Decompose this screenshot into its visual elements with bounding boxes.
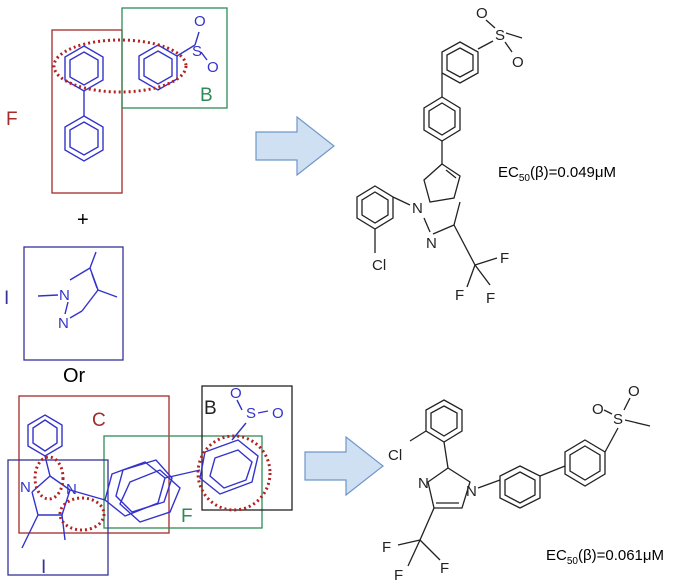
atom-o: O	[272, 405, 284, 422]
atom-o: O	[230, 385, 242, 402]
dotted-ellipse-c	[33, 455, 65, 501]
bottom-left-overlay: S O O N N C B F I	[7, 385, 293, 578]
atom-o: O	[592, 401, 604, 418]
fragment-i-box-bottom	[7, 459, 109, 576]
dotted-ellipse-b	[196, 434, 272, 512]
atom-s: S	[246, 405, 256, 422]
label-c-bottom: C	[92, 410, 106, 431]
atom-s: S	[495, 27, 505, 44]
label-f-bottom: F	[181, 506, 193, 527]
biphenyl-fragment	[64, 45, 104, 162]
atom-s: S	[613, 411, 623, 428]
phenylsulfonyl-fragment: S O O	[138, 13, 219, 91]
label-b-bottom: B	[204, 398, 217, 419]
top-left-fragments: S O O F B + N N I Or	[4, 7, 228, 387]
atom-f: F	[486, 290, 495, 307]
fragment-b-box-bottom	[201, 385, 293, 511]
atom-s: S	[192, 43, 202, 60]
fragment-f-box-bottom	[103, 435, 263, 529]
label-f-top: F	[6, 109, 18, 130]
atom-n: N	[418, 475, 429, 492]
label-i-left: I	[4, 288, 9, 309]
ec50-bottom: EC50(β)=0.061μM	[546, 547, 664, 567]
atom-o: O	[476, 5, 488, 22]
atom-f: F	[382, 539, 391, 556]
atom-o: O	[628, 383, 640, 400]
pyrazole-fragment: N N	[37, 251, 118, 332]
atom-o: O	[207, 59, 219, 76]
atom-cl: Cl	[372, 257, 386, 274]
atom-n: N	[66, 481, 77, 498]
atom-cl: Cl	[388, 447, 402, 464]
atom-f: F	[440, 560, 449, 577]
atom-n: N	[58, 315, 69, 332]
dotted-ellipse-top	[52, 38, 188, 94]
fragment-f-box	[51, 29, 123, 194]
ec50-top: EC50(β)=0.049μM	[498, 164, 616, 184]
molecule-bottom: Cl N N F F F S O O EC50(β)=0.061μM	[382, 383, 664, 584]
arrow-top	[255, 115, 335, 177]
fragment-b-box	[121, 7, 228, 109]
atom-n: N	[20, 479, 31, 496]
fragment-c-box	[18, 395, 170, 534]
atom-f: F	[394, 567, 403, 584]
atom-f: F	[455, 287, 464, 304]
label-i-bottom: I	[41, 557, 46, 578]
label-or: Or	[63, 365, 86, 387]
dotted-ellipse-n	[58, 496, 106, 532]
atom-n: N	[412, 200, 423, 217]
label-b-top: B	[200, 85, 213, 106]
atom-o: O	[512, 54, 524, 71]
molecule-top: O S O N N F F F Cl EC50	[356, 5, 616, 307]
fragment-i-box	[23, 246, 124, 361]
atom-n: N	[426, 235, 437, 252]
arrow-bottom	[304, 435, 384, 497]
plus-sign: +	[77, 209, 89, 231]
atom-n: N	[59, 287, 70, 304]
atom-o: O	[194, 13, 206, 30]
atom-n: N	[466, 483, 477, 500]
atom-f: F	[500, 250, 509, 267]
